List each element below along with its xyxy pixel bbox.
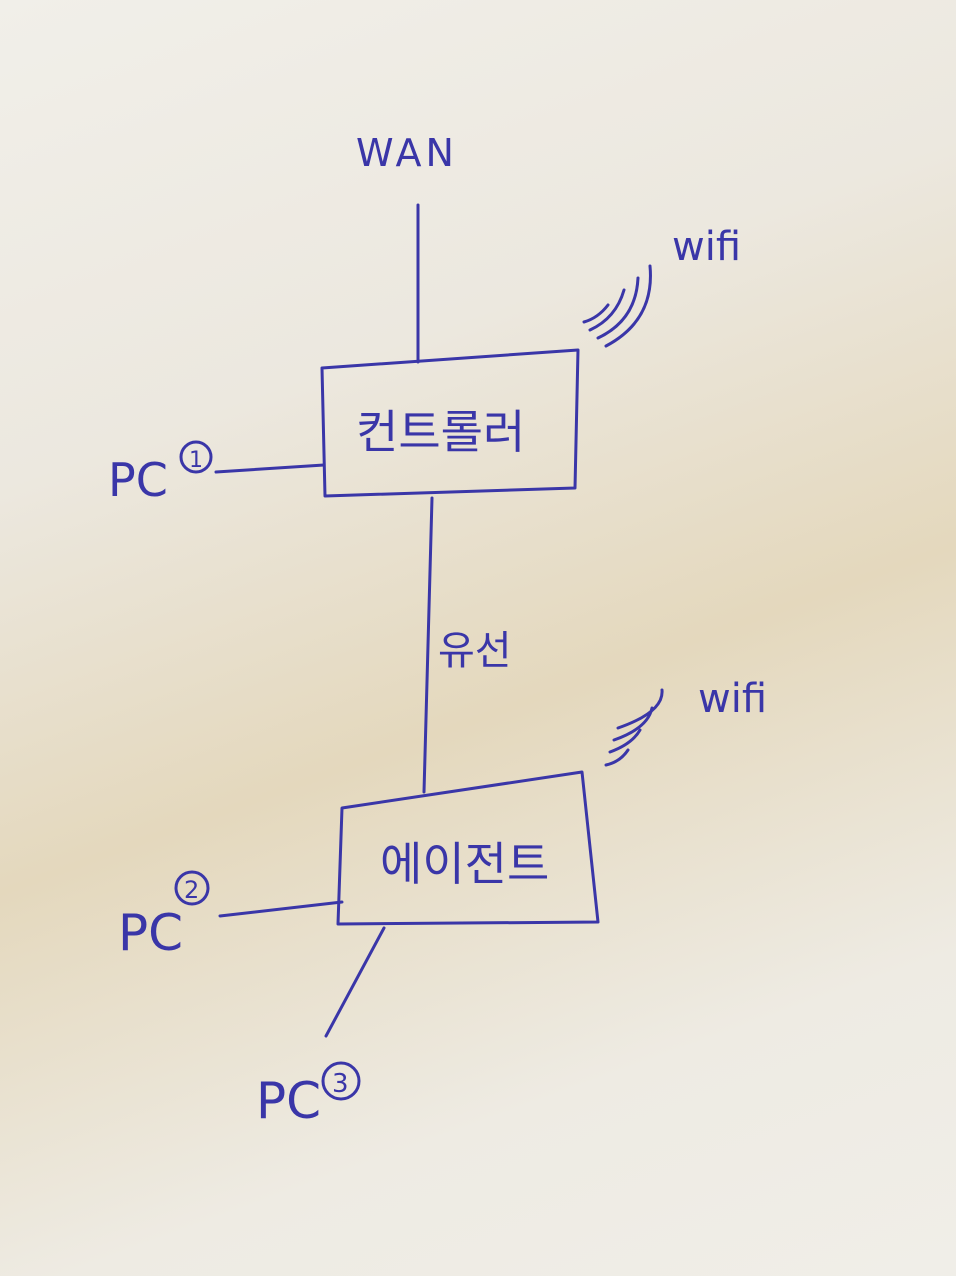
agent-label: 에이전트 — [380, 837, 549, 891]
wired-label: 유선 — [438, 628, 512, 674]
wifi-bottom-label: wifi — [698, 676, 767, 722]
wifi-top-label: wifi — [672, 224, 741, 270]
agent-box — [336, 770, 600, 926]
pc2-label: PC — [118, 904, 183, 962]
wifi-signal-bottom-icon — [604, 688, 664, 767]
pc1-label: PC — [108, 453, 168, 507]
pc1-number: 1 — [189, 448, 203, 473]
wan-label: WAN — [356, 131, 458, 175]
pc2-number: 2 — [184, 876, 199, 904]
pc3-line — [324, 926, 386, 1038]
pc2-number-circle — [174, 870, 210, 906]
wifi-signal-top-icon — [582, 264, 652, 348]
wired-link-line — [422, 496, 434, 794]
pc3-number-circle — [321, 1061, 361, 1101]
pc2-line — [218, 900, 344, 918]
controller-label: 컨트롤러 — [356, 405, 525, 459]
pc3-label: PC — [256, 1072, 321, 1130]
controller-box — [320, 348, 580, 498]
pc1-line — [214, 463, 326, 474]
pc1-number-circle — [179, 440, 213, 474]
pc3-number: 3 — [332, 1069, 349, 1099]
